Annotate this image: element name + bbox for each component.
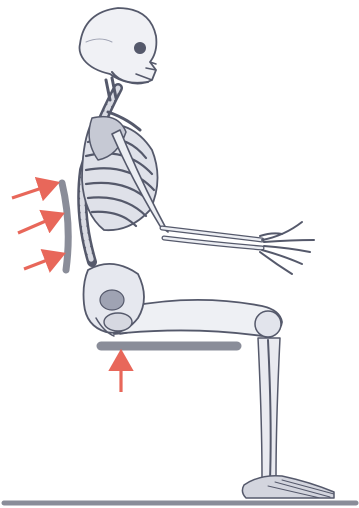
seated-skeleton <box>80 8 335 498</box>
back-arrow-upper <box>12 183 57 198</box>
back-arrow-middle <box>18 214 62 233</box>
eye-socket <box>134 42 146 54</box>
hand <box>260 222 314 274</box>
backrest-support <box>62 183 68 270</box>
knee <box>255 311 281 337</box>
back-arrow-lower <box>24 254 63 269</box>
